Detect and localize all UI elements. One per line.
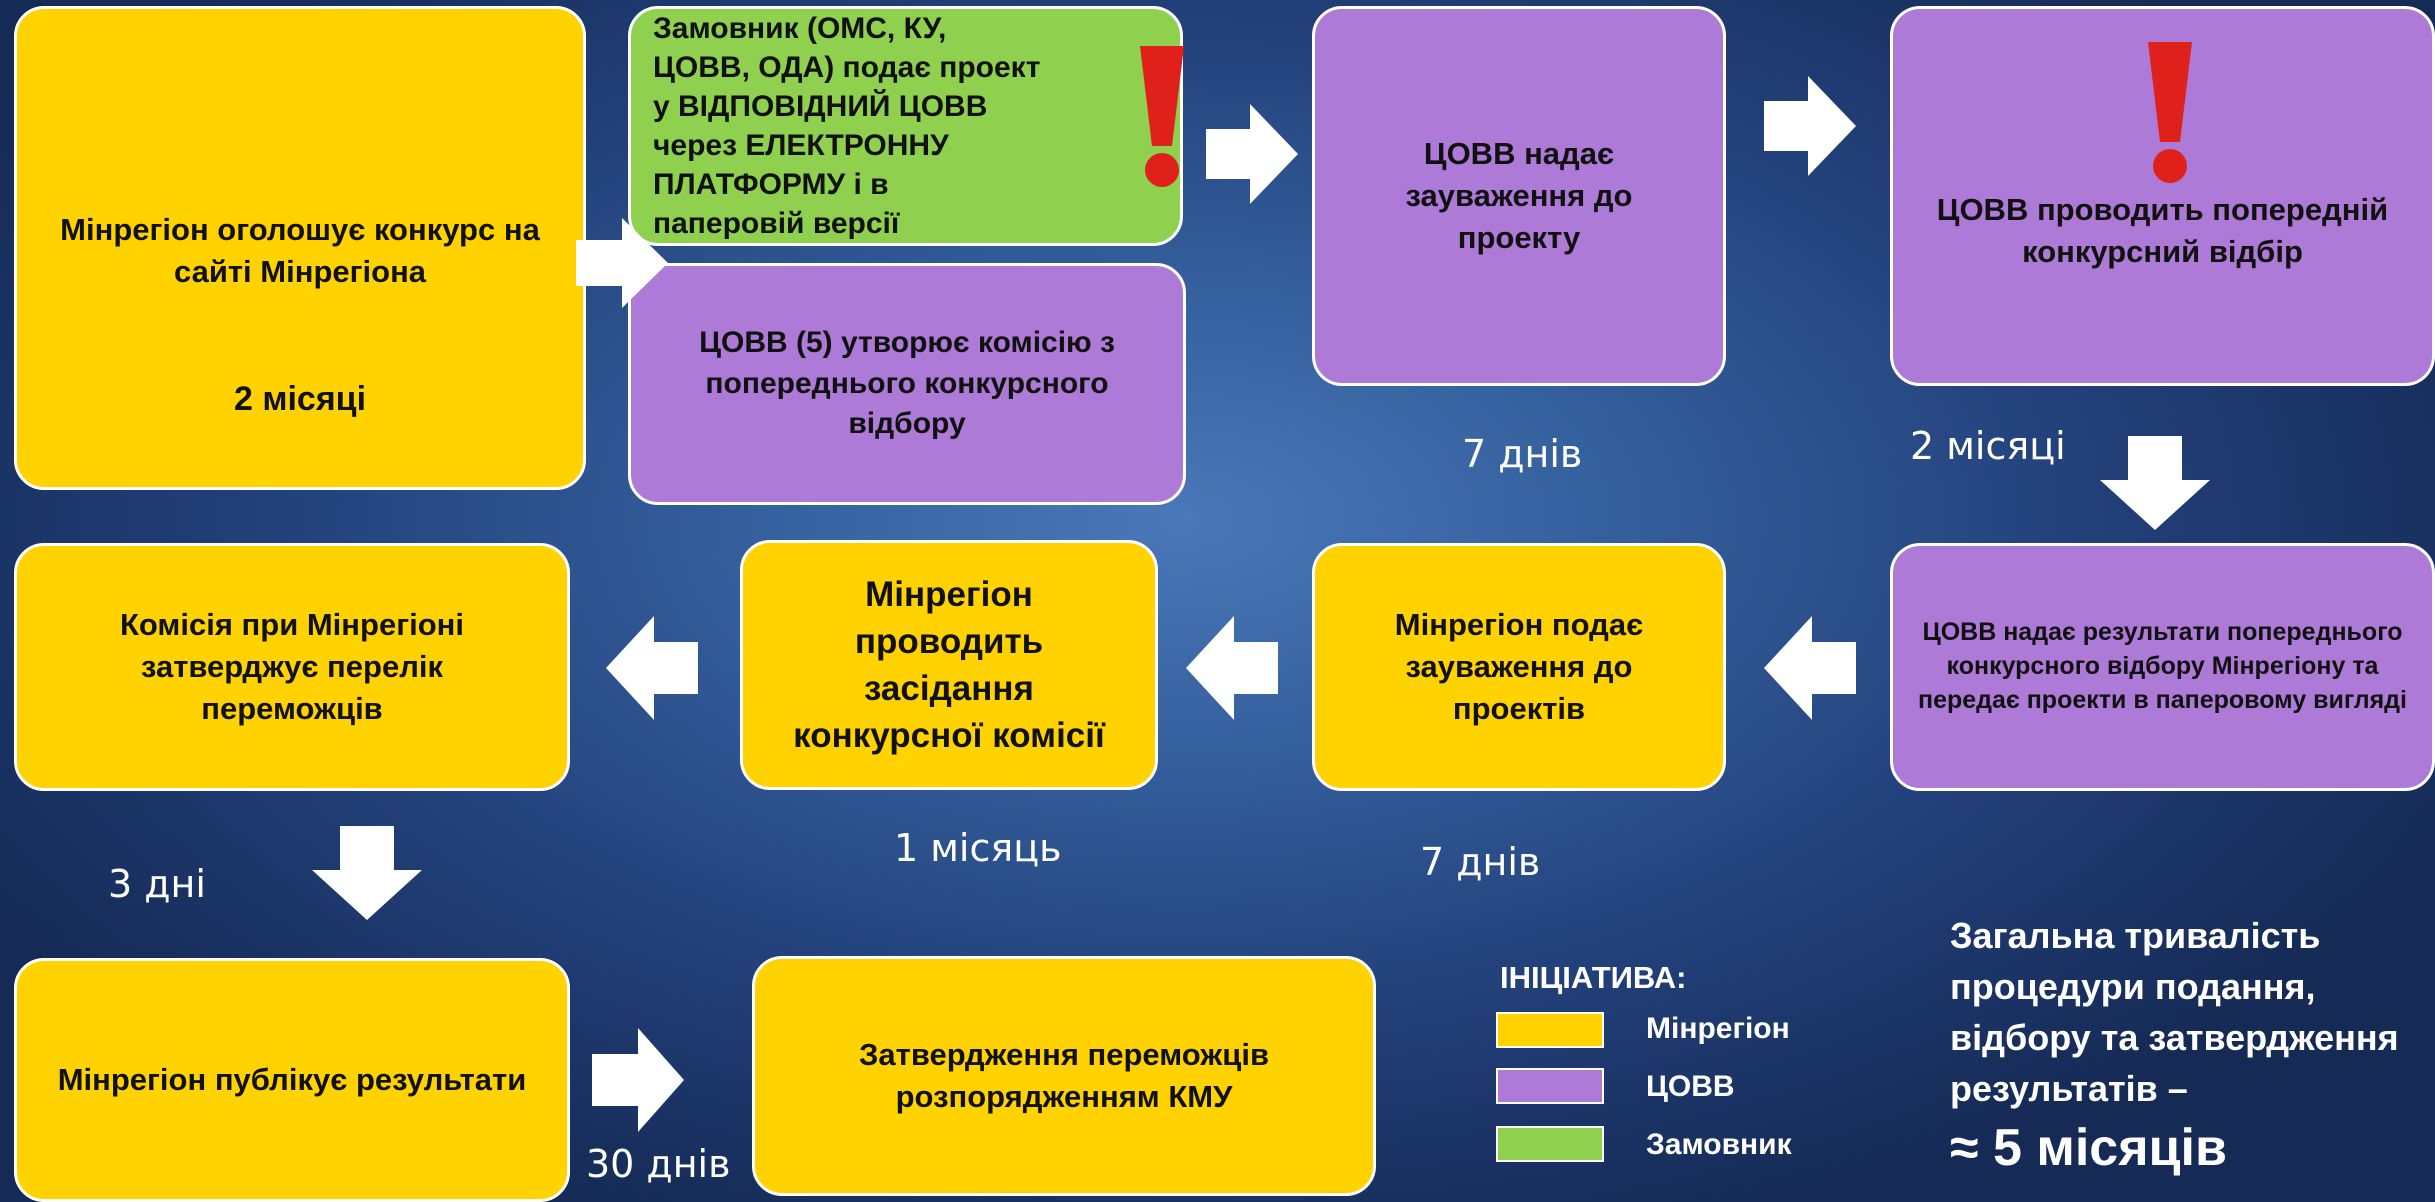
preselect-duration: 2 місяці bbox=[1910, 424, 2066, 468]
exclamation-icon bbox=[1140, 46, 1184, 187]
arrow-down-icon bbox=[2100, 436, 2210, 530]
preselect-text: ЦОВВ проводить попередній конкурсний від… bbox=[1936, 192, 2389, 269]
meeting-duration: 1 місяць bbox=[894, 826, 1062, 870]
announce-text: Мінрегіон оголошує конкурс на сайті Мінр… bbox=[60, 212, 540, 289]
arrow-right-icon bbox=[576, 218, 668, 308]
legend-swatch-covv bbox=[1496, 1068, 1604, 1104]
legend-label-minregion: Мінрегіон bbox=[1646, 1012, 1790, 1045]
publish-duration: 30 днів bbox=[586, 1142, 731, 1186]
publish-box: Мінрегіон публікує результати bbox=[14, 958, 570, 1202]
submit-text: Замовник (ОМС, КУ, ЦОВВ, ОДА) подає прое… bbox=[653, 12, 1041, 240]
arrow-right-icon bbox=[1206, 104, 1298, 204]
arrow-left-icon bbox=[1764, 616, 1856, 720]
arrow-down-icon bbox=[312, 826, 422, 920]
announce-duration: 2 місяці bbox=[233, 379, 367, 418]
exclamation-icon bbox=[2148, 42, 2192, 183]
kmu-box: Затвердження переможців розпорядженням К… bbox=[752, 956, 1376, 1196]
approve-list-box: Комісія при Мінрегіоні затверджує перелі… bbox=[14, 543, 570, 791]
announce-box: Мінрегіон оголошує конкурс на сайті Мінр… bbox=[14, 6, 586, 490]
legend-swatch-minregion bbox=[1496, 1012, 1604, 1048]
meeting-box: Мінрегіон проводить засідання конкурсної… bbox=[740, 540, 1158, 790]
remarks-box: ЦОВВ надає зауваження до проекту bbox=[1312, 6, 1726, 386]
remarks-duration: 7 днів bbox=[1462, 432, 1583, 476]
approve-list-text: Комісія при Мінрегіоні затверджує перелі… bbox=[119, 607, 464, 726]
approve-duration: 3 дні bbox=[108, 862, 206, 906]
minreg-duration: 7 днів bbox=[1420, 840, 1541, 884]
commission-text: ЦОВВ (5) утворює комісію з попереднього … bbox=[699, 326, 1115, 441]
results-text: ЦОВВ надає результати попереднього конку… bbox=[1918, 618, 2407, 714]
legend-label-covv: ЦОВВ bbox=[1646, 1070, 1735, 1103]
remarks-text: ЦОВВ надає зауваження до проекту bbox=[1405, 136, 1633, 255]
arrow-left-icon bbox=[606, 616, 698, 720]
legend-label-customer: Замовник bbox=[1646, 1128, 1792, 1161]
arrow-right-icon bbox=[1764, 76, 1856, 176]
minreg-remarks-box: Мінрегіон подає зауваження до проектів bbox=[1312, 543, 1726, 791]
summary-total: ≈ 5 місяців bbox=[1950, 1119, 2227, 1177]
commission-box: ЦОВВ (5) утворює комісію з попереднього … bbox=[628, 263, 1186, 505]
legend-swatch-customer bbox=[1496, 1126, 1604, 1162]
arrow-right-icon bbox=[592, 1028, 684, 1132]
legend-title: ІНІЦІАТИВА: bbox=[1500, 960, 1687, 995]
publish-text: Мінрегіон публікує результати bbox=[57, 1062, 527, 1098]
arrow-left-icon bbox=[1186, 616, 1278, 720]
minreg-remarks-text: Мінрегіон подає зауваження до проектів bbox=[1394, 607, 1644, 726]
kmu-text: Затвердження переможців розпорядженням К… bbox=[858, 1037, 1270, 1114]
submit-box: Замовник (ОМС, КУ, ЦОВВ, ОДА) подає прое… bbox=[628, 6, 1183, 246]
meeting-text: Мінрегіон проводить засідання конкурсної… bbox=[793, 574, 1105, 756]
summary-text: Загальна тривалість процедури подання, в… bbox=[1950, 915, 2399, 1110]
results-box: ЦОВВ надає результати попереднього конку… bbox=[1890, 543, 2435, 791]
